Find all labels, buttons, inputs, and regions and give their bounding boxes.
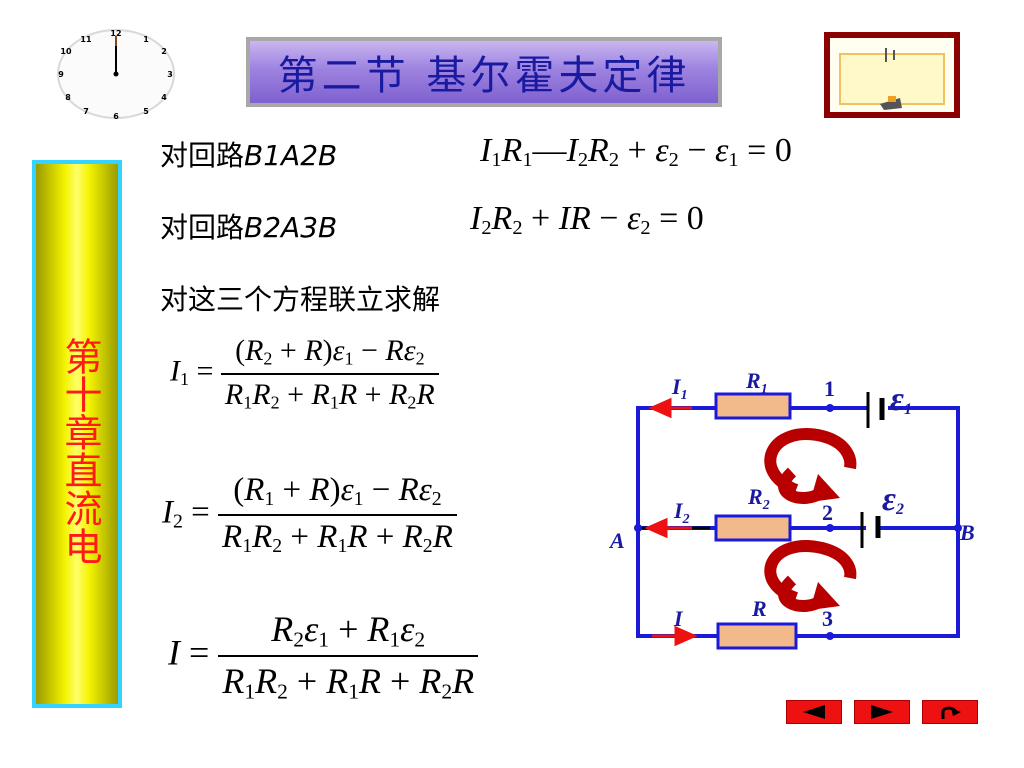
svg-text:R1: R1 — [745, 368, 768, 397]
svg-text:4: 4 — [161, 93, 167, 102]
resistor-R — [716, 622, 798, 650]
node-3 — [826, 632, 834, 640]
svg-text:2: 2 — [822, 500, 833, 525]
svg-text:ε2: ε2 — [882, 481, 904, 518]
prev-button[interactable] — [786, 700, 842, 724]
svg-text:5: 5 — [143, 107, 149, 116]
svg-text:3: 3 — [822, 606, 833, 631]
svg-text:A: A — [608, 528, 625, 553]
loop1-prefix: 对回路 — [160, 139, 245, 172]
next-button[interactable] — [854, 700, 910, 724]
loop2-label: B2A3B — [244, 211, 338, 244]
svg-text:7: 7 — [83, 107, 89, 116]
svg-text:3: 3 — [167, 70, 173, 79]
equation-loop2: I2R2 + IR − ε2 = 0 — [470, 200, 704, 240]
svg-text:I: I — [673, 606, 684, 631]
svg-text:8: 8 — [65, 93, 71, 102]
resistor-R1 — [714, 392, 792, 420]
solution-I: I = R2ε1 + R1ε2 R1R2 + R1R + R2R — [168, 608, 479, 705]
svg-text:R2: R2 — [747, 484, 770, 513]
svg-text:6: 6 — [113, 112, 119, 121]
mini-circuit-icon — [839, 48, 945, 110]
svg-text:1: 1 — [143, 35, 149, 44]
node-1 — [826, 404, 834, 412]
node-2 — [826, 524, 834, 532]
return-icon — [941, 706, 961, 719]
thumbnail-frame — [824, 32, 960, 118]
loop-direction-arrows — [764, 428, 857, 612]
triangle-right-icon — [871, 705, 893, 719]
triangle-left-icon — [803, 705, 825, 719]
resistor-R2 — [714, 514, 792, 542]
solution-I1: I1 = (R2 + R)ε1 − Rε2 R1R2 + R1R + R2R — [170, 334, 439, 413]
node-B — [954, 524, 962, 532]
svg-text:B: B — [959, 520, 975, 545]
svg-text:2: 2 — [161, 47, 167, 56]
chapter-banner: 第十章直流电 — [32, 160, 122, 708]
current-arrows — [644, 397, 698, 647]
svg-text:10: 10 — [60, 47, 72, 56]
svg-text:R: R — [751, 596, 767, 621]
svg-text:12: 12 — [110, 29, 121, 38]
solution-I2: I2 = (R1 + R)ε1 − Rε2 R1R2 + R1R + R2R — [162, 472, 457, 558]
loop2-text: 对回路B2A3B — [160, 206, 337, 246]
svg-text:1: 1 — [824, 376, 835, 401]
chapter-title: 第十章直流电 — [58, 337, 102, 565]
slide-title: 第二节 基尔霍夫定律 — [246, 37, 722, 107]
svg-text:I2: I2 — [673, 498, 690, 527]
svg-text:11: 11 — [80, 35, 92, 44]
svg-text:ε1: ε1 — [890, 381, 912, 418]
solve-instruction: 对这三个方程联立求解 — [160, 283, 441, 316]
svg-text:9: 9 — [58, 70, 64, 79]
return-button[interactable] — [922, 700, 978, 724]
loop2-prefix: 对回路 — [160, 211, 245, 244]
svg-text:I1: I1 — [671, 374, 688, 403]
loop1-label: B1A2B — [244, 139, 338, 172]
equation-loop1: I1R1—I2R2 + ε2 − ε1 = 0 — [480, 132, 792, 172]
node-A — [634, 524, 642, 532]
loop1-text: 对回路B1A2B — [160, 134, 337, 174]
circuit-diagram: I1 R1 1 ε1 I2 R2 2 ε2 A B I R 3 — [600, 362, 1000, 662]
